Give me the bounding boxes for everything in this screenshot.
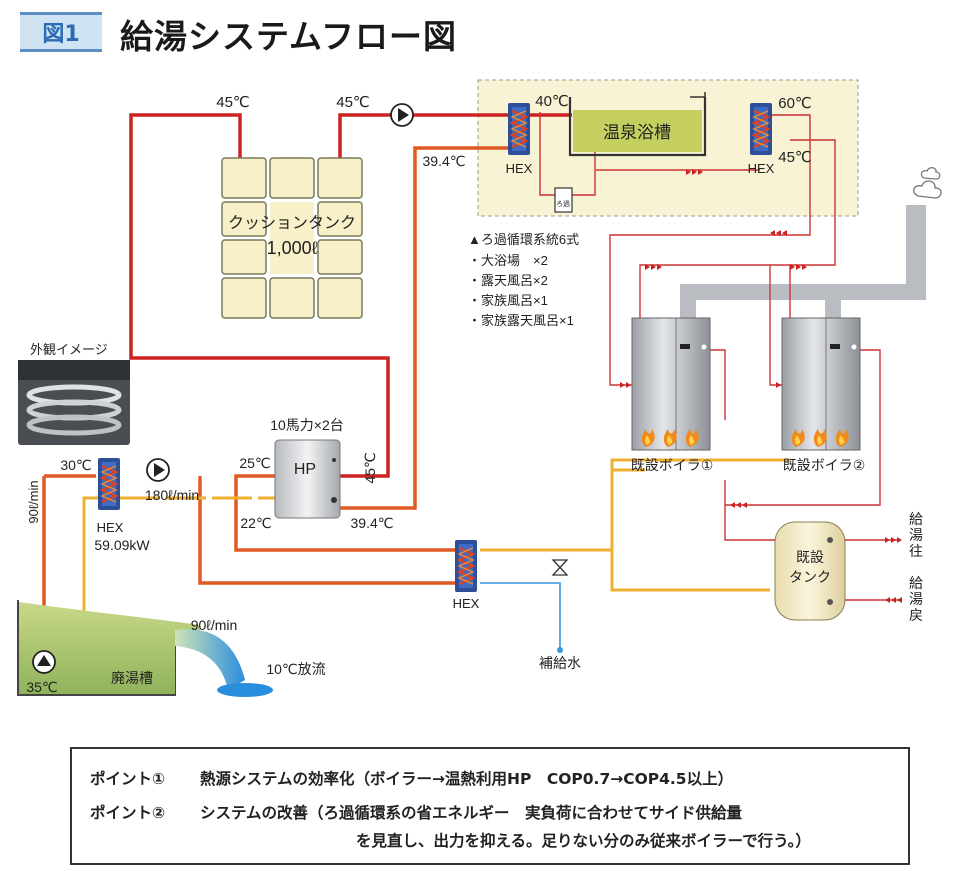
warm-pipes [42, 146, 510, 650]
discharge-stream [175, 629, 245, 690]
return-label: 湯 [909, 591, 923, 607]
cushion-tank-volume: 1,000ℓ [267, 238, 318, 258]
hex-appearance-image [18, 360, 130, 445]
makeup-water-point [557, 647, 563, 653]
makeup-water-label: 補給水 [539, 655, 581, 671]
point-1-text: 熱源システムの効率化（ボイラー→温熱利用HP COP0.7→COP4.5以上） [200, 770, 734, 788]
hex-icon [748, 101, 774, 157]
filter-label: ろ過 [556, 199, 570, 208]
temp-label: 39.4℃ [351, 515, 394, 531]
temp-label: 45℃ [778, 149, 812, 166]
exhaust-duct [680, 167, 942, 320]
waste-tank-label: 廃湯槽 [111, 670, 153, 686]
existing-tank-label: 既設 [796, 549, 824, 565]
hex-label: HEX [453, 596, 480, 611]
hp-label: HP [294, 461, 316, 478]
filter-unit [554, 187, 573, 213]
point-1-label: ポイント① [90, 770, 166, 788]
pump-icon [390, 103, 414, 127]
return-label: 給 [909, 575, 923, 591]
supply-label: 往 [909, 543, 923, 559]
point-2-label: ポイント② [90, 804, 166, 822]
temp-label: 30℃ [60, 457, 91, 473]
point-2-text-cont: を見直し、出力を抑える。足りない分のみ従来ボイラーで行う。） [356, 832, 811, 850]
existing-tank [774, 521, 846, 621]
waste-tank [17, 600, 200, 696]
hex-label: HEX [748, 161, 775, 176]
bath-label: 温泉浴槽 [603, 123, 671, 142]
discharge-pool [217, 683, 273, 697]
figure-title: 給湯システムフロー図 [120, 17, 458, 56]
boiler-label: 既設ボイラ① [631, 457, 714, 473]
pump-icon [146, 458, 170, 482]
discharge-label: 10℃放流 [266, 661, 325, 677]
temp-label: 45℃ [336, 94, 370, 111]
hex-icon [96, 456, 122, 512]
hex-icon [506, 101, 532, 157]
filter-system-title: ▲ろ過循環系統6式 [468, 232, 579, 247]
check-valve-icon [551, 559, 569, 576]
temp-label: 35℃ [26, 679, 57, 695]
bath-tank [568, 92, 707, 157]
hex-capacity: 59.09kW [94, 537, 150, 553]
hex-label: HEX [97, 520, 124, 535]
temp-label: 45℃ [362, 452, 378, 483]
water-pipe [480, 582, 561, 648]
filter-item: ・家族露天風呂×1 [468, 313, 574, 328]
boiler-unit [631, 317, 711, 451]
point-2-text: システムの改善（ろ過循環系の省エネルギー 実負荷に合わせてサイド供給量 [200, 804, 743, 822]
appearance-label: 外観イメージ [30, 342, 108, 357]
flow-diagram: 45℃ 45℃ 40℃ 60℃ 45℃ 39.4℃ HEX HEX 温泉浴槽 ろ… [17, 79, 942, 697]
filter-item: ・家族風呂×1 [468, 293, 548, 308]
hp-spec-label: 10馬力×2台 [270, 417, 344, 433]
existing-tank-label: タンク [789, 569, 831, 585]
temp-label: 60℃ [778, 95, 812, 112]
temp-label: 40℃ [535, 93, 569, 110]
cushion-tank-label: クッションタンク [228, 214, 356, 232]
temp-label: 25℃ [239, 455, 270, 471]
temp-label: 22℃ [240, 515, 271, 531]
figure-badge: 図1 [20, 12, 102, 52]
supply-label: 湯 [909, 527, 923, 543]
points-box: ポイント① 熱源システムの効率化（ボイラー→温熱利用HP COP0.7→COP4… [70, 747, 910, 865]
heat-pump-unit [274, 439, 341, 519]
hex-label: HEX [506, 161, 533, 176]
flow-label: 180ℓ/min [145, 487, 199, 503]
temp-label: 39.4℃ [423, 153, 466, 169]
filter-item: ・大浴場 ×2 [468, 253, 548, 268]
cushion-tank-grid [221, 157, 363, 319]
return-label: 戻 [909, 607, 923, 623]
filter-item: ・露天風呂×2 [468, 273, 548, 288]
hex-icon [453, 538, 479, 594]
supply-label: 給 [909, 511, 923, 527]
hot-pipes [129, 113, 572, 478]
boiler-lines [539, 112, 900, 601]
cool-pipes [82, 458, 790, 625]
pump-icon [32, 650, 56, 674]
flow-label: 90ℓ/min [191, 617, 238, 633]
boiler-label: 既設ボイラ② [783, 457, 866, 473]
boiler-unit [781, 317, 861, 451]
flow-label: 90ℓ/min [26, 480, 41, 523]
temp-label: 45℃ [216, 94, 250, 111]
